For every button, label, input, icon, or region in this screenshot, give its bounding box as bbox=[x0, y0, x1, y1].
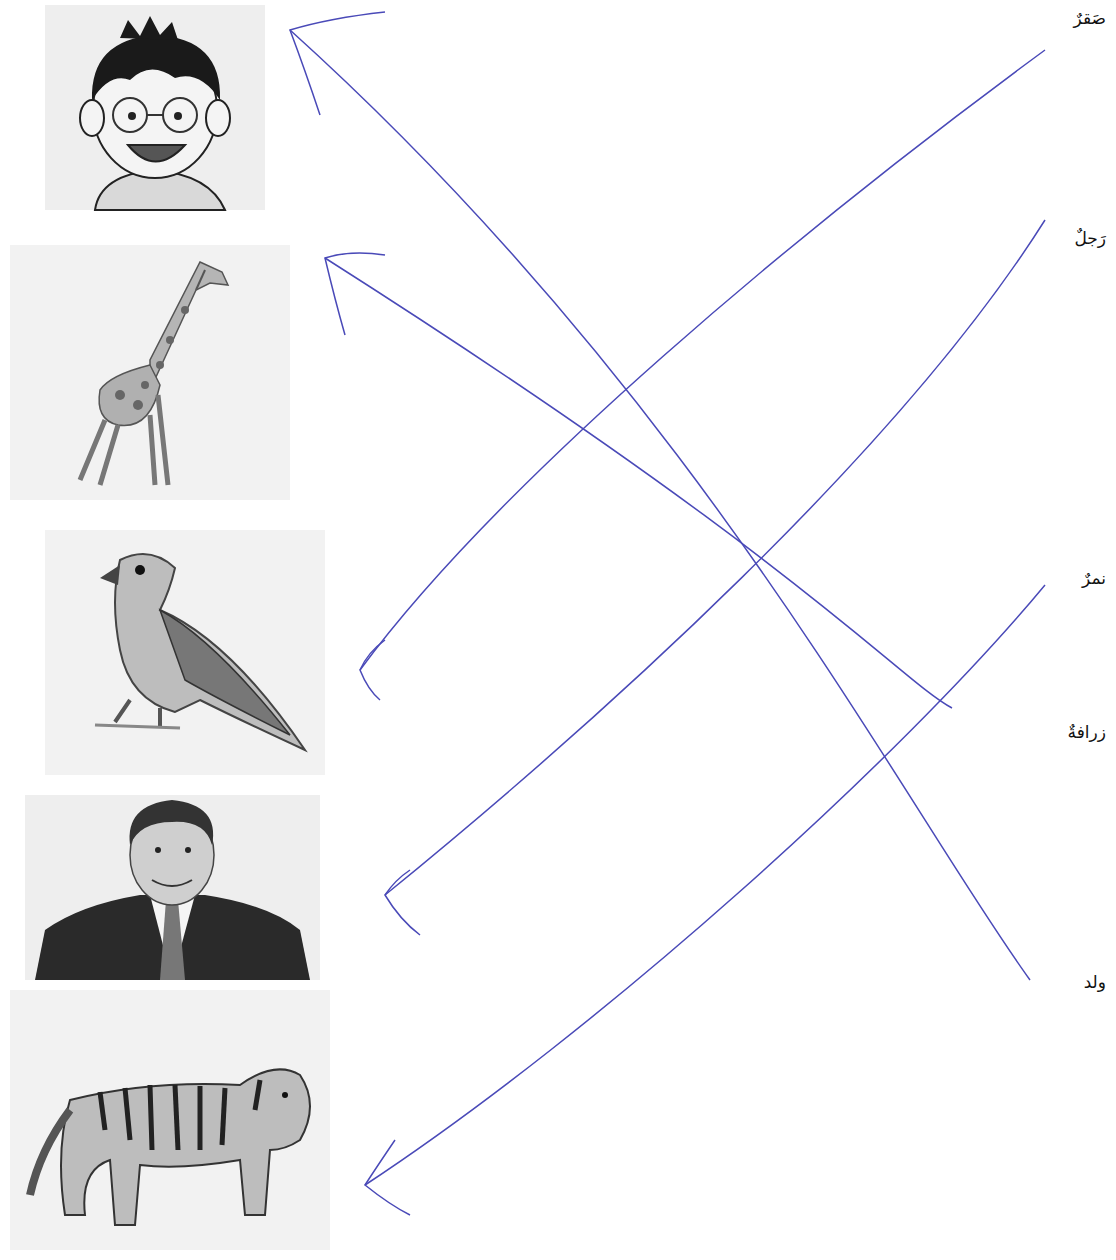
matching-lines bbox=[290, 12, 1045, 1215]
word-label: نمرٌ bbox=[1080, 568, 1108, 588]
word-label: رَجلٌ bbox=[1072, 228, 1108, 248]
word-label: زرافةٌ bbox=[1066, 722, 1108, 742]
man-picture bbox=[25, 795, 320, 980]
word-label: صَقرٌ bbox=[1072, 8, 1108, 28]
word-label: ولد bbox=[1082, 972, 1108, 992]
falcon-picture bbox=[45, 530, 325, 775]
giraffe-picture bbox=[10, 245, 290, 500]
boy-picture bbox=[45, 5, 265, 210]
tiger-picture bbox=[10, 990, 330, 1250]
